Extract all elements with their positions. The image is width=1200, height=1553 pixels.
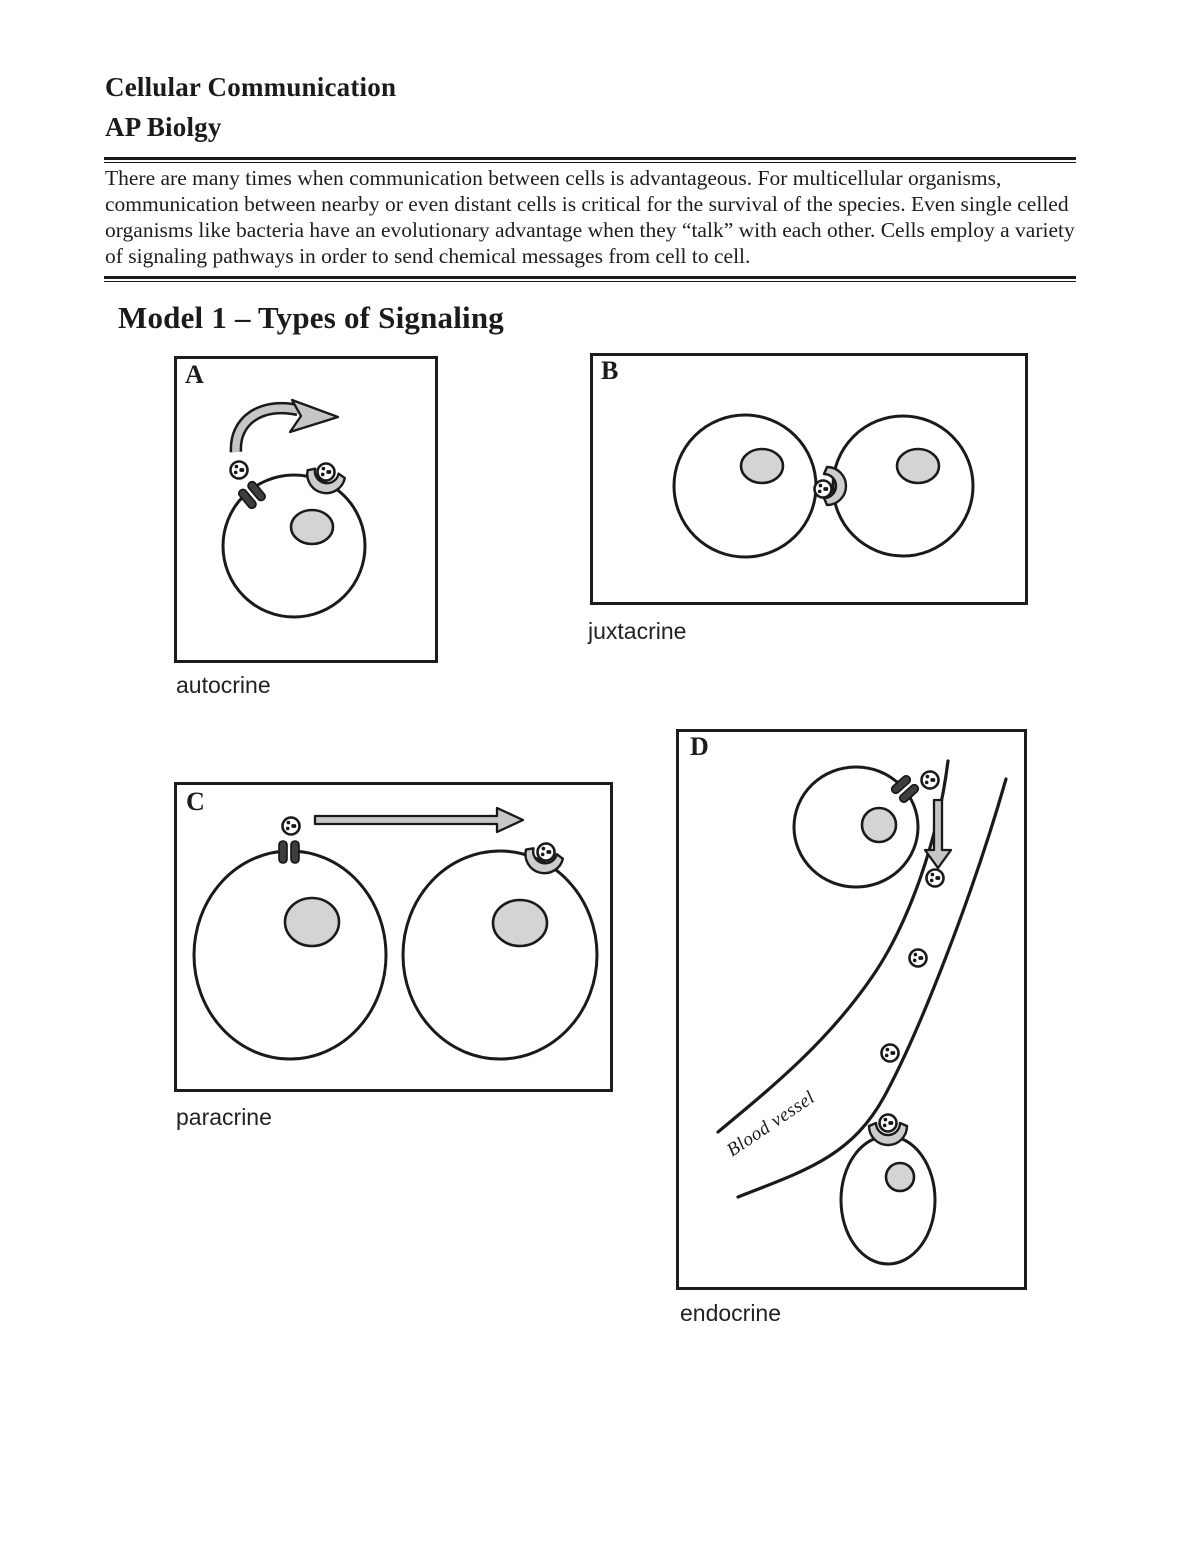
membrane-channels-icon <box>278 840 300 864</box>
panel-b-border <box>590 353 1028 605</box>
ligand-icon <box>316 462 336 482</box>
ligand-icon <box>920 770 940 790</box>
panel-a-figure: A <box>174 356 438 663</box>
blood-vessel-label: Blood vessel <box>723 1087 819 1161</box>
ligand-icon <box>908 948 928 968</box>
nucleus <box>739 447 785 485</box>
panel-c-border <box>174 782 613 1092</box>
nucleus <box>895 447 941 485</box>
panel-b-figure: B <box>590 353 1028 605</box>
panel-c-label: paracrine <box>176 1104 272 1130</box>
panel-d-label: endocrine <box>680 1300 782 1326</box>
intro-paragraph: There are many times when communication … <box>105 166 1075 268</box>
divider-top <box>104 157 1076 163</box>
secretion-arrow <box>923 798 953 870</box>
panel-b-letter: B <box>601 356 619 385</box>
panel-c-letter: C <box>186 787 205 816</box>
panel-a-border <box>174 356 438 663</box>
nucleus <box>884 1161 916 1193</box>
ligand-icon <box>281 816 301 836</box>
nucleus <box>860 806 898 844</box>
ligand-icon <box>878 1113 898 1133</box>
panel-a-letter: A <box>185 360 204 389</box>
blood-vessel-wall-right <box>736 777 1008 1199</box>
cell <box>192 849 388 1061</box>
ligand-icon <box>229 460 249 480</box>
cell <box>839 1134 937 1266</box>
model1-heading: Model 1 – Types of Signaling <box>118 300 504 335</box>
cell <box>831 414 975 558</box>
nucleus <box>491 898 549 948</box>
nucleus <box>289 508 335 546</box>
ligand-icon <box>925 868 945 888</box>
ligand-icon <box>536 842 556 862</box>
ligand-icon <box>813 479 833 499</box>
cell <box>401 849 599 1061</box>
nucleus <box>283 896 341 948</box>
panel-d-border <box>676 729 1027 1290</box>
divider-bottom <box>104 276 1076 282</box>
cell <box>221 473 367 619</box>
panel-a-label: autocrine <box>176 672 271 698</box>
panel-d-figure: Blood vessel D <box>676 729 1027 1290</box>
paracrine-arrow <box>313 806 525 834</box>
panel-b-label: juxtacrine <box>588 618 687 644</box>
doc-title: Cellular Communication <box>105 72 397 102</box>
cell <box>672 413 818 559</box>
autocrine-arrow <box>229 398 340 453</box>
panel-d-letter: D <box>690 732 709 761</box>
cell <box>792 765 920 889</box>
panel-c-figure: C <box>174 782 613 1092</box>
doc-subtitle: AP Biolgy <box>105 112 222 142</box>
ligand-icon <box>880 1043 900 1063</box>
